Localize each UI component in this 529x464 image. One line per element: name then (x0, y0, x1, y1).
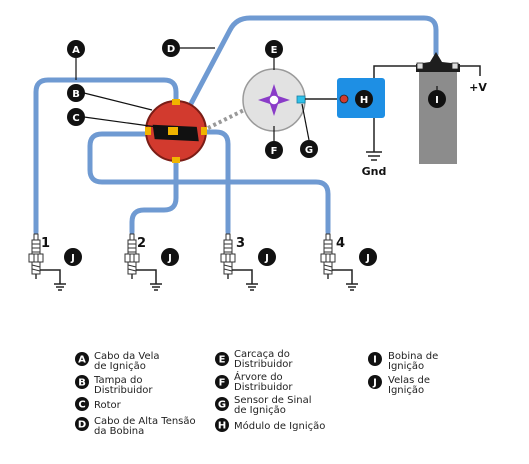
ground-icon (366, 118, 382, 161)
badge-e: E (265, 40, 283, 58)
plug-number-4: 4 (336, 236, 345, 251)
legend-item-g: G Sensor de Sinal de Ignição (215, 395, 312, 416)
svg-text:da Bobina: da Bobina (94, 426, 144, 437)
svg-text:E: E (271, 45, 278, 56)
svg-text:I: I (373, 355, 377, 366)
legend-item-e: E Carcaça do Distribuidor (215, 349, 293, 370)
legend-item-i: I Bobina de Ignição (368, 351, 438, 372)
callout-lines (75, 47, 438, 142)
svg-text:Módulo de Ignição: Módulo de Ignição (234, 420, 325, 432)
legend-item-d: D Cabo de Alta Tensão da Bobina (75, 416, 196, 437)
svg-text:Sensor de Sinal: Sensor de Sinal (234, 395, 312, 406)
wire-coil-high-tension (173, 15, 439, 135)
svg-text:Cabo de Alta Tensão: Cabo de Alta Tensão (94, 416, 196, 427)
badge-j: J (359, 248, 377, 266)
badge-f: F (265, 141, 283, 159)
badge-g: G (300, 140, 318, 158)
cap-terminal (172, 99, 180, 105)
svg-text:G: G (218, 400, 226, 411)
badge-d: D (162, 39, 180, 57)
legend-item-b: B Tampa do Distribuidor (75, 375, 153, 396)
legend: A Cabo da Vela de Ignição B Tampa do Dis… (75, 349, 438, 437)
svg-text:B: B (78, 378, 86, 389)
ignition-coil-icon (416, 52, 460, 164)
distributor-cap (145, 99, 207, 163)
rotor (152, 124, 199, 142)
cap-terminal (145, 127, 151, 135)
svg-text:Tampa do: Tampa do (93, 375, 142, 386)
svg-text:G: G (305, 145, 313, 156)
wire-plug-2 (129, 157, 179, 235)
gnd-label: Gnd (362, 165, 387, 178)
svg-text:Distribuidor: Distribuidor (234, 359, 293, 370)
svg-text:Bobina de: Bobina de (388, 351, 438, 362)
legend-item-h: H Módulo de Ignição (215, 418, 325, 432)
svg-text:A: A (78, 355, 86, 366)
svg-text:I: I (435, 95, 439, 106)
plug-number-1: 1 (41, 236, 50, 251)
svg-text:J: J (372, 378, 377, 389)
svg-text:J: J (264, 253, 269, 264)
svg-text:H: H (360, 95, 368, 106)
module-coil-wire (373, 65, 418, 78)
svg-text:de Ignição: de Ignição (94, 361, 146, 372)
svg-text:Distribuidor: Distribuidor (94, 385, 153, 396)
plus-v-wire (458, 65, 481, 76)
svg-text:F: F (219, 378, 226, 389)
svg-text:Ignição: Ignição (388, 385, 424, 396)
svg-text:E: E (219, 355, 226, 366)
wire-plug-1 (33, 77, 179, 235)
svg-text:J: J (365, 253, 370, 264)
badge-c: C (67, 108, 85, 126)
svg-text:F: F (271, 146, 278, 157)
plug-number-2: 2 (137, 236, 146, 251)
svg-text:J: J (70, 253, 75, 264)
svg-text:H: H (218, 421, 226, 432)
svg-text:Árvore do: Árvore do (234, 370, 283, 383)
signal-sensor (296, 95, 306, 104)
rotor-contact (168, 127, 178, 135)
svg-text:Distribuidor: Distribuidor (234, 382, 293, 393)
badge-j: J (161, 248, 179, 266)
wire-plug-4 (87, 131, 331, 235)
legend-item-f: F Árvore do Distribuidor (215, 370, 293, 393)
svg-text:B: B (72, 89, 80, 100)
cap-terminal (172, 157, 180, 163)
svg-text:de Ignição: de Ignição (234, 405, 286, 416)
svg-text:Cabo da Vela: Cabo da Vela (94, 351, 160, 362)
plus-v-label: +V (469, 81, 487, 94)
wires (33, 15, 439, 235)
svg-text:C: C (78, 400, 85, 411)
svg-text:J: J (167, 253, 172, 264)
plug-number-3: 3 (236, 236, 245, 251)
svg-text:D: D (167, 44, 175, 55)
distributor-body (242, 68, 306, 132)
legend-item-j: J Velas de Ignição (368, 375, 430, 396)
svg-text:Carcaça do: Carcaça do (234, 349, 290, 360)
badge-i: I (428, 90, 446, 108)
legend-item-a: A Cabo da Vela de Ignição (75, 351, 160, 372)
badge-j: J (258, 248, 276, 266)
distributor-shaft (258, 84, 290, 116)
badge-h: H (355, 90, 373, 108)
svg-text:A: A (72, 45, 80, 56)
badge-j: J (64, 248, 82, 266)
svg-text:C: C (72, 113, 79, 124)
distributor-link (207, 108, 245, 130)
cap-terminal (201, 127, 207, 135)
svg-text:D: D (78, 420, 86, 431)
legend-item-c: C Rotor (75, 397, 122, 411)
svg-text:Velas de: Velas de (388, 375, 430, 386)
badge-a: A (67, 40, 85, 58)
svg-text:Ignição: Ignição (388, 361, 424, 372)
badge-b: B (67, 84, 85, 102)
wire-plug-3 (197, 129, 231, 235)
svg-text:Rotor: Rotor (94, 400, 122, 411)
